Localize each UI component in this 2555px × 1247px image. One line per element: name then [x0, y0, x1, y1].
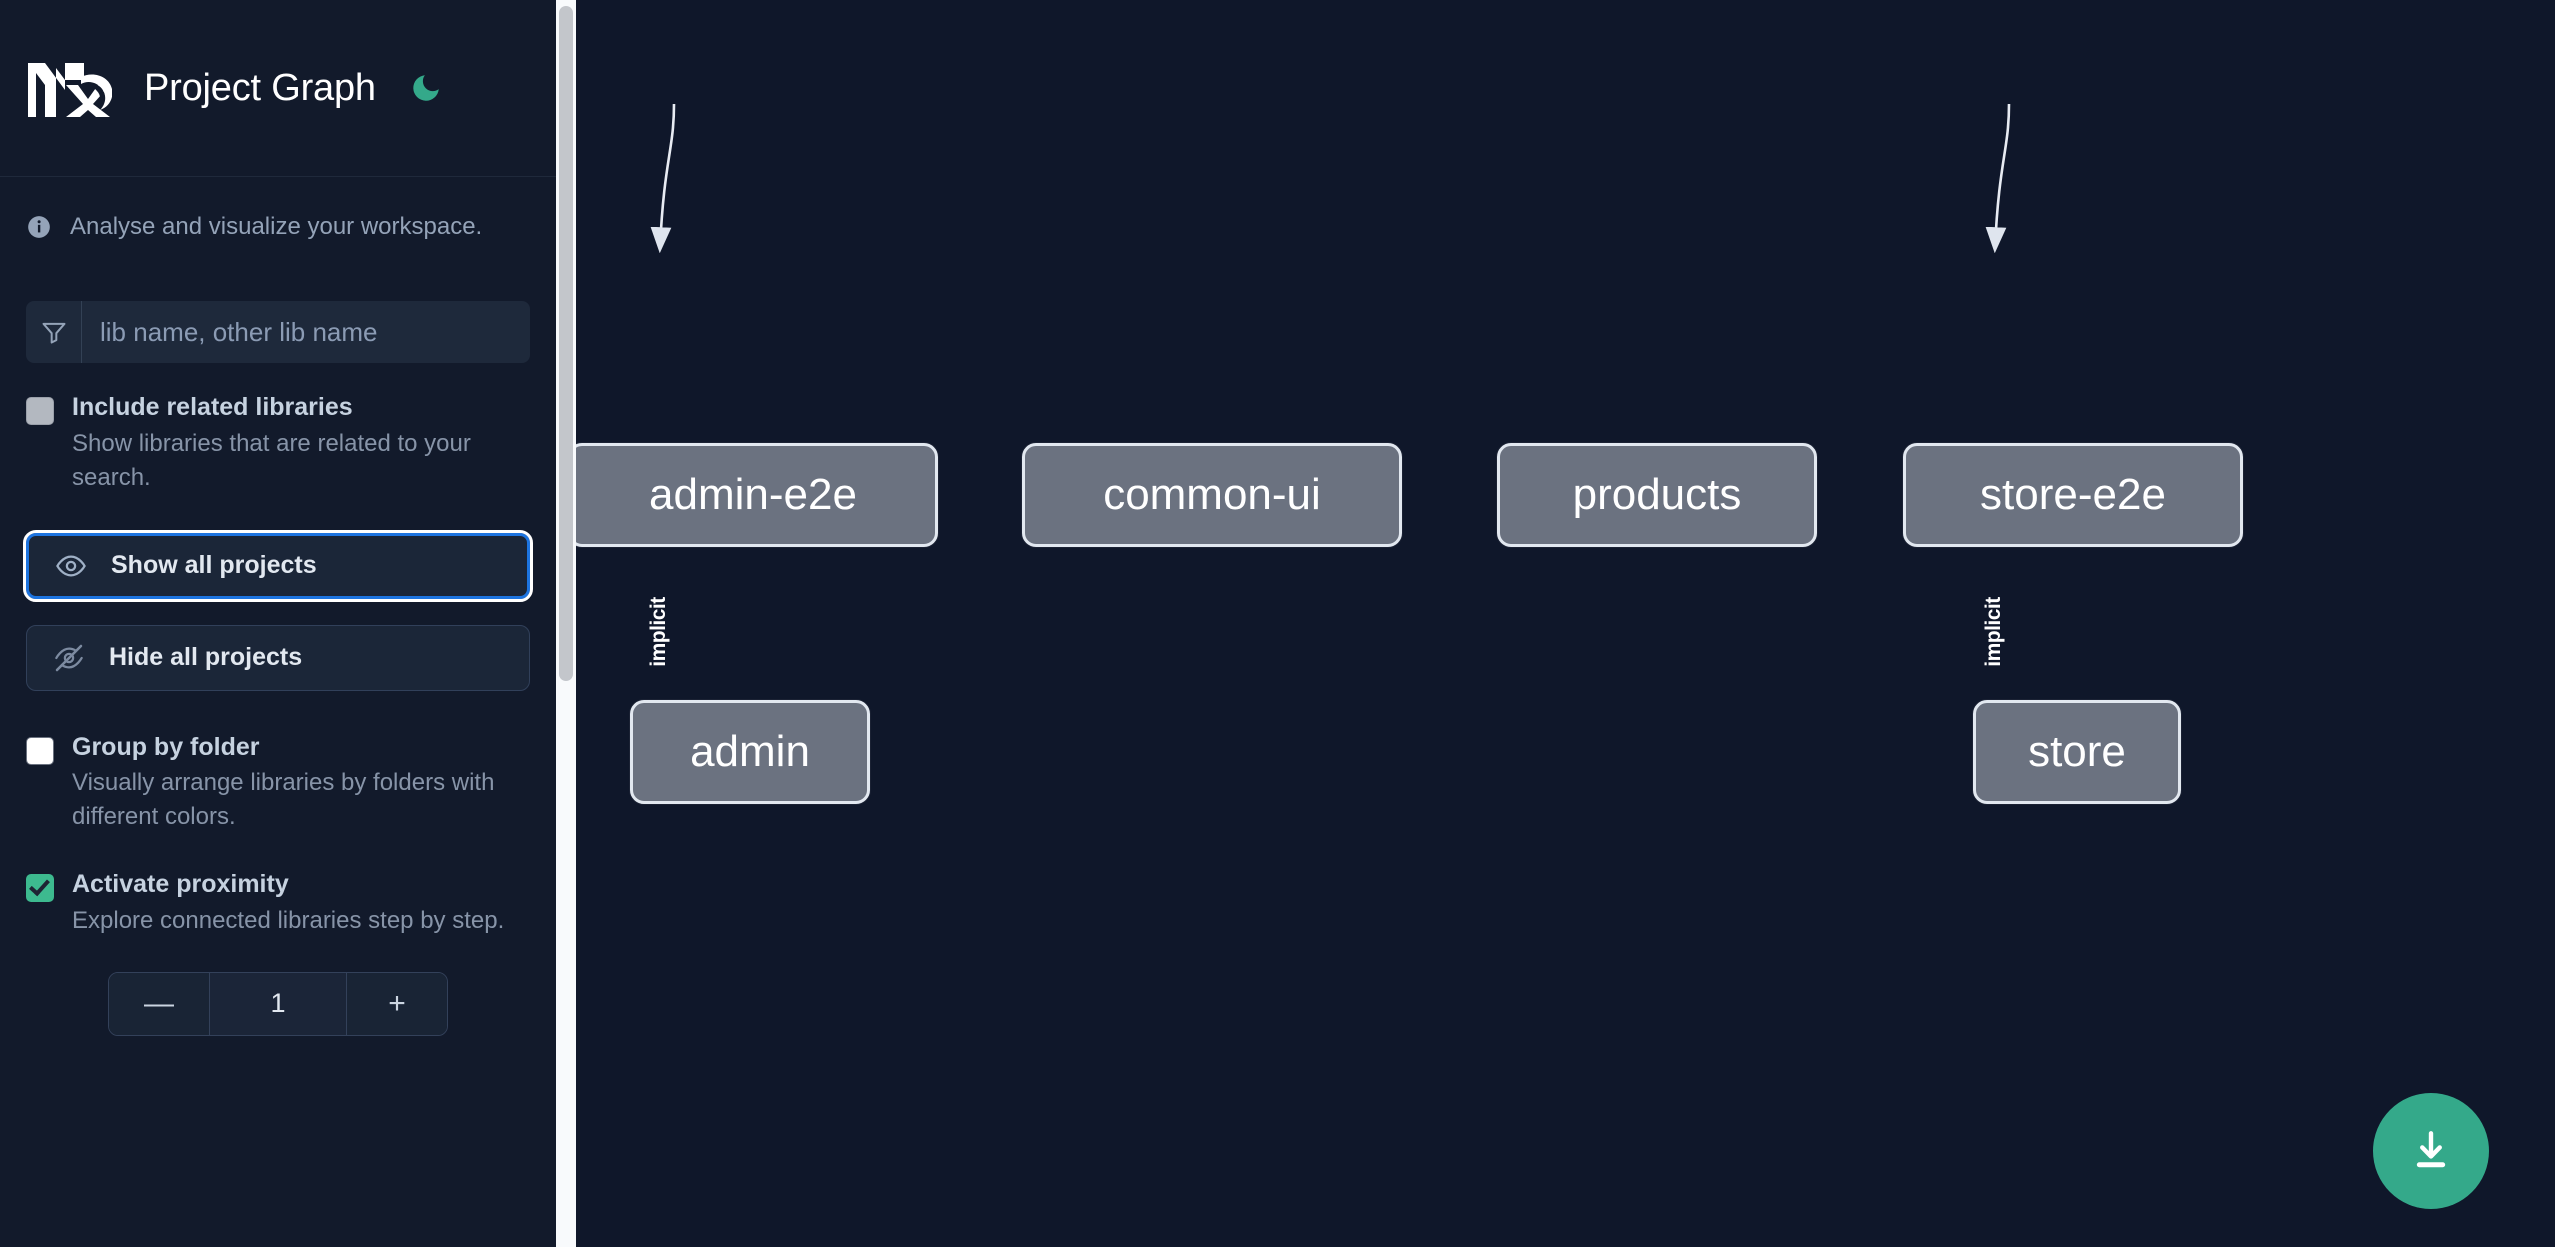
option-description: Show libraries that are related to your …	[72, 429, 471, 491]
edge-store-e2e-store	[1985, 103, 2011, 254]
sidebar: Project Graph Analyse and visualize your…	[0, 0, 556, 1247]
tagline-text: Analyse and visualize your workspace.	[70, 213, 483, 240]
visibility-buttons: Show all projects Hide all projects	[0, 529, 556, 691]
option-label: Group by folder	[72, 732, 260, 761]
edge-admin-e2e-admin	[650, 103, 676, 254]
graph-node-store[interactable]: store	[1973, 700, 2181, 804]
stepper-decrement-button[interactable]: —	[109, 972, 209, 1035]
download-icon	[2416, 1131, 2446, 1168]
moon-icon[interactable]	[404, 66, 448, 110]
proximity-stepper: — 1 +	[108, 971, 448, 1036]
option-group-by-folder[interactable]: Group by folder Visually arrange librari…	[0, 733, 556, 835]
hide-all-projects-label: Hide all projects	[109, 643, 303, 672]
option-description: Visually arrange libraries by folders wi…	[72, 769, 495, 831]
stepper-value: 1	[209, 972, 347, 1035]
download-button[interactable]	[2373, 1093, 2489, 1209]
graph-node-store-e2e[interactable]: store-e2e	[1903, 443, 2243, 547]
option-label: Include related libraries	[72, 393, 353, 421]
filter-box[interactable]	[26, 301, 530, 363]
option-description: Explore connected libraries step by step…	[72, 906, 505, 934]
option-include-related-libraries[interactable]: Include related libraries Show libraries…	[0, 393, 556, 495]
sidebar-header: Project Graph	[0, 0, 556, 177]
hide-all-projects-button[interactable]: Hide all projects	[26, 624, 530, 691]
tagline: Analyse and visualize your workspace.	[0, 177, 556, 277]
option-activate-proximity[interactable]: Activate proximity Explore connected lib…	[0, 870, 556, 938]
option-label: Activate proximity	[72, 870, 289, 899]
nx-logo	[26, 55, 113, 121]
eye-off-icon	[53, 641, 87, 675]
stepper-increment-button[interactable]: +	[347, 972, 447, 1035]
show-all-projects-button[interactable]: Show all projects	[23, 529, 533, 602]
graph-node-admin[interactable]: admin	[630, 700, 870, 804]
checkbox-include-related-libraries[interactable]	[26, 397, 54, 425]
checkbox-activate-proximity[interactable]	[26, 874, 54, 903]
checkbox-group-by-folder[interactable]	[26, 736, 54, 765]
proximity-stepper-wrap: — 1 +	[0, 971, 556, 1036]
info-icon	[26, 214, 52, 240]
graph-edges	[650, 103, 2011, 254]
graph-node-products[interactable]: products	[1497, 443, 1817, 547]
edge-label-implicit-admin: implicit	[646, 597, 670, 667]
graph-node-common-ui[interactable]: common-ui	[1022, 443, 1402, 547]
sidebar-scrollbar-thumb[interactable]	[559, 6, 573, 681]
search-input[interactable]	[82, 301, 530, 363]
filter-section	[0, 277, 556, 363]
graph-canvas[interactable]: admin-e2e common-ui products store-e2e a…	[556, 0, 2555, 1247]
eye-icon	[55, 549, 89, 583]
page-title: Project Graph	[144, 66, 376, 109]
graph-node-admin-e2e[interactable]: admin-e2e	[568, 443, 938, 547]
filter-icon	[26, 301, 82, 363]
show-all-projects-label: Show all projects	[111, 551, 317, 580]
edge-label-implicit-store: implicit	[1981, 597, 2005, 667]
